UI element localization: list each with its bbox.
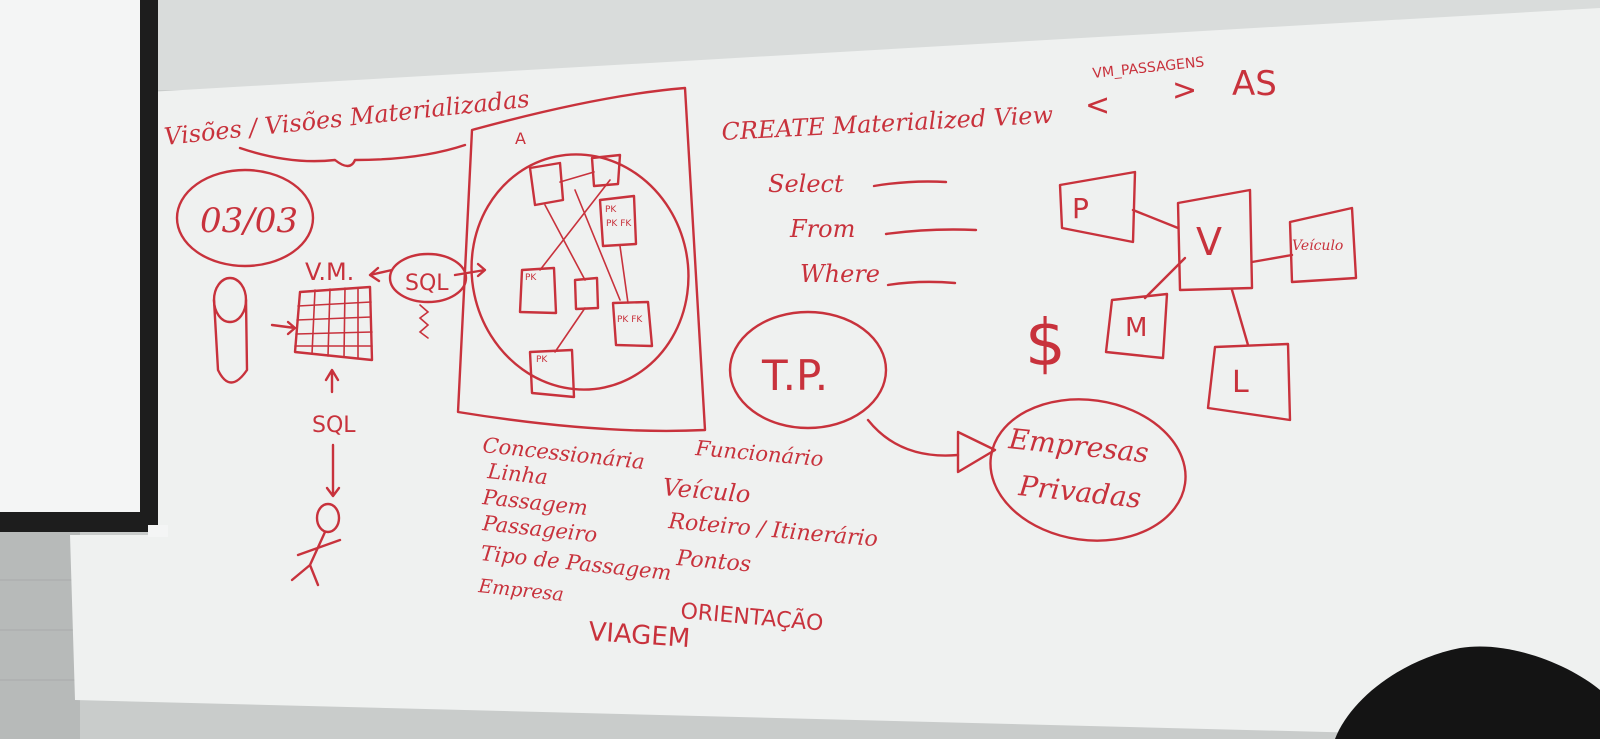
fk-mark-3: PK (525, 273, 537, 283)
sql-bubble (388, 252, 468, 304)
dollar-sign: $ (1025, 307, 1066, 381)
box-v-label: V (1196, 220, 1222, 264)
date: 03/03 (200, 201, 298, 241)
person-hair (1335, 646, 1600, 739)
wall-tiles (0, 530, 80, 739)
fk-mark-4: PK FK (617, 315, 643, 325)
arrow-to-vm (368, 266, 394, 283)
tp-arrow-head (956, 430, 997, 474)
vm-label: V.M. (305, 258, 354, 286)
fk-mark-5: PK (536, 355, 548, 365)
projector-screen (0, 0, 140, 512)
diagram-ellipse (470, 153, 690, 391)
sql-label: SQL (312, 413, 356, 438)
whiteboard (70, 8, 1600, 739)
angle-close: > (1172, 73, 1197, 108)
star-schema: P V Veículo M L (1058, 170, 1358, 422)
arrow-to-diagram (453, 262, 487, 278)
box-p (1058, 170, 1137, 244)
materialized-view-grid (293, 285, 374, 362)
box-veiculo (1288, 206, 1358, 284)
title-brace (238, 143, 467, 168)
empresas-circle (989, 398, 1187, 542)
tp-circle (728, 310, 888, 430)
diagram-letter: A (515, 129, 526, 148)
arrow-into-grid (270, 320, 297, 336)
box-l (1206, 342, 1292, 422)
fk-mark-2: PK FK (606, 219, 632, 229)
query-line: Select (768, 170, 844, 198)
fk-mark-1: PK (605, 205, 617, 215)
viagem-label: VIAGEM (588, 617, 692, 654)
sql-bubble-label: SQL (405, 271, 449, 296)
box-v (1176, 188, 1254, 292)
query-line: Where (800, 260, 880, 288)
date-circle (175, 168, 315, 268)
box-l-label: L (1232, 365, 1249, 400)
box-veiculo-label: Veículo (1292, 238, 1343, 254)
as-keyword: AS (1232, 64, 1277, 104)
sql-query-template: Select From Where (768, 170, 978, 288)
angle-open: < (1085, 88, 1110, 123)
box-p-label: P (1072, 192, 1089, 225)
tp-arrow (866, 418, 960, 457)
arrow-up-to-grid (324, 368, 340, 394)
diagram-frame (456, 86, 707, 433)
arrow-down-to-user (325, 443, 341, 498)
tp-label: T.P. (761, 351, 828, 400)
user-icon (290, 502, 342, 587)
box-m-label: M (1125, 313, 1147, 343)
query-line: From (789, 215, 855, 243)
er-entities (518, 153, 654, 399)
